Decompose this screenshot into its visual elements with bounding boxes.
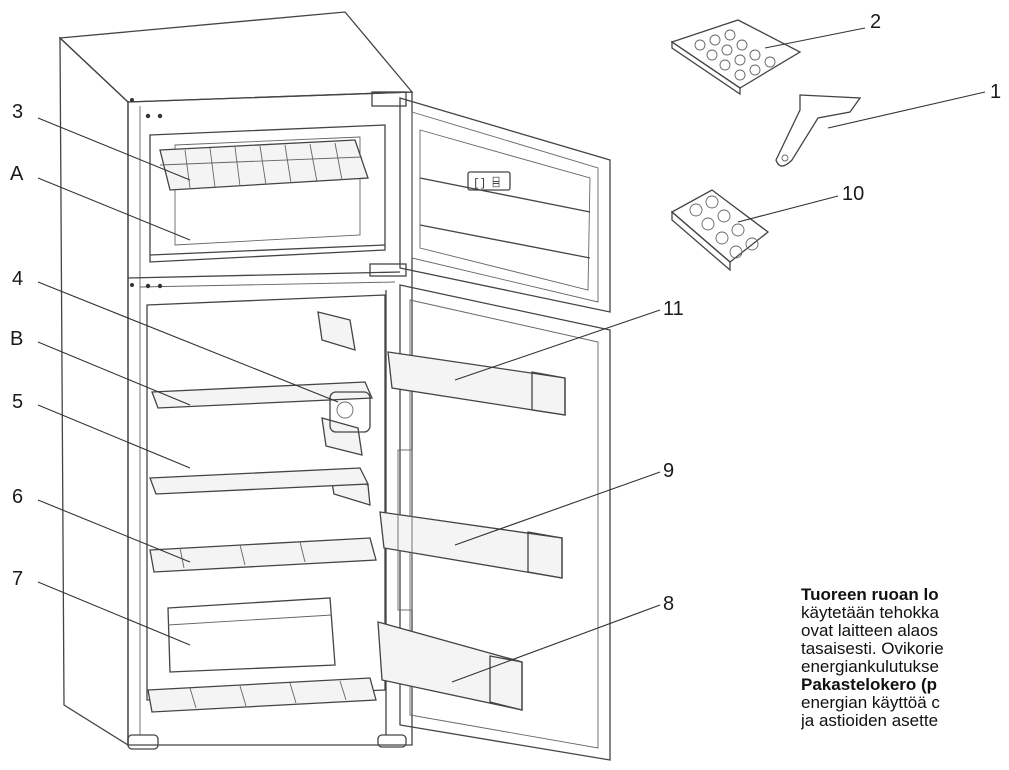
fridge-compartment [127,294,407,750]
callout-4: 4 [12,268,23,290]
callout-7: 7 [12,568,23,590]
ice-tray [670,19,802,96]
text-line-5: energiankulutukse [801,657,939,676]
text-line-4: tasaisesti. Ovikorie [801,639,944,658]
callout-6: 6 [12,486,23,508]
svg-text:[] ⌸: [] ⌸ [473,177,500,190]
description-text: Tuoreen ruoan lo käytetään tehokka ovat … [801,586,1009,730]
callout-1: 1 [990,81,1001,103]
callout-8: 8 [663,593,674,615]
ice-scraper [775,94,862,167]
text-line-2: käytetään tehokka [801,603,939,622]
callout-2: 2 [870,11,881,33]
freezer-door: [] ⌸ [399,97,611,313]
callout-a: A [10,163,24,185]
text-line-6: Pakastelokero (p [801,675,938,694]
callout-10: 10 [842,183,864,205]
callout-11: 11 [663,298,684,320]
fridge-cabinet [58,11,414,747]
callout-5: 5 [12,391,23,413]
callout-b: B [10,328,23,350]
text-line-3: ovat laitteen alaos [801,621,939,640]
fridge-door [377,284,611,761]
callout-9: 9 [663,460,674,482]
callout-labels: 3 A 4 B 5 6 7 2 1 10 11 9 8 [10,11,1001,615]
freezer-compartment [149,124,386,263]
text-line-7: energian käyttöä c [801,693,940,712]
egg-tray [670,189,770,272]
callout-3: 3 [12,101,23,123]
leader-lines [37,27,986,683]
text-line-1: Tuoreen ruoan lo [801,586,939,604]
text-line-8: ja astioiden asette [801,711,939,730]
